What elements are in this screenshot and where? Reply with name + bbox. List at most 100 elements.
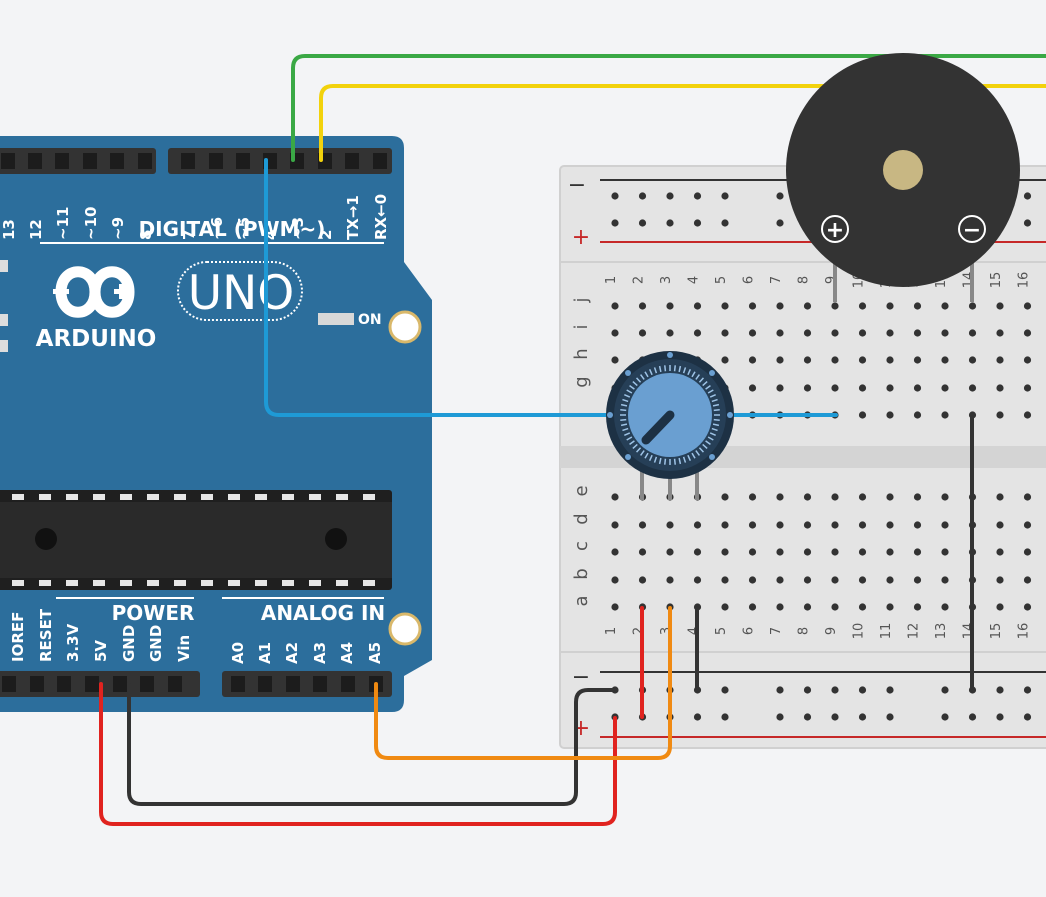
digital-pin-label-13: RX←0 xyxy=(372,194,390,240)
breadboard-col-label-2-top: 2 xyxy=(632,276,647,284)
digital-pin-label-10: ~3 xyxy=(289,217,307,240)
microcontroller-chip xyxy=(0,490,392,590)
breadboard-col-label-2-bottom: 2 xyxy=(632,627,647,635)
wire-blue[interactable] xyxy=(264,158,838,417)
breadboard-col-label-1-top: 1 xyxy=(604,276,619,284)
rail-label-minus-top: − xyxy=(568,173,586,198)
digital-pin-label-1: 12 xyxy=(27,219,45,240)
breadboard-row-label-a: a xyxy=(571,595,592,606)
digital-pin-label-12: TX→1 xyxy=(344,195,362,240)
digital-pin-label-2: ~11 xyxy=(54,207,72,240)
potentiometer[interactable] xyxy=(606,351,734,500)
breadboard-col-label-15-top: 15 xyxy=(989,272,1004,289)
digital-header-label: DIGITAL (PWM~) xyxy=(139,217,326,241)
breadboard-row-label-c: c xyxy=(571,541,592,551)
buzzer-minus-terminal xyxy=(958,215,986,243)
pot-dot xyxy=(709,370,715,376)
breadboard-col-label-14-bottom: 14 xyxy=(962,623,977,640)
digital-pin-label-7: ~6 xyxy=(208,217,226,240)
digital-header-right xyxy=(168,148,392,174)
breadboard-col-label-4-bottom: 4 xyxy=(687,627,702,635)
breadboard-col-label-9-bottom: 9 xyxy=(824,627,839,635)
pot-dot xyxy=(607,412,613,418)
breadboard-row-label-j: j xyxy=(571,297,592,303)
wire-red[interactable] xyxy=(99,682,617,826)
digital-pin-label-11: 2 xyxy=(317,230,335,240)
breadboard-col-label-9-top: 9 xyxy=(824,276,839,284)
breadboard-col-label-10-bottom: 10 xyxy=(852,623,867,640)
uno-badge xyxy=(177,261,303,321)
mounting-hole xyxy=(388,612,422,646)
power-pin-label-6: Vin xyxy=(175,635,193,662)
pot-dot xyxy=(625,370,631,376)
wire-orange[interactable] xyxy=(374,606,672,760)
breadboard-col-label-7-top: 7 xyxy=(769,276,784,284)
power-pin-label-1: RESET xyxy=(37,608,55,662)
mounting-hole xyxy=(388,310,422,344)
piezo-buzzer[interactable]: + − xyxy=(786,53,1020,302)
side-component xyxy=(0,260,8,272)
bottom-sockets xyxy=(2,676,383,692)
breadboard-row-label-d: d xyxy=(571,513,592,524)
power-pin-label-3: 5V xyxy=(92,640,110,662)
digital-pin-label-0: 13 xyxy=(0,219,18,240)
breadboard-col-label-11-bottom: 11 xyxy=(879,623,894,640)
breadboard-row-label-h: h xyxy=(571,348,592,359)
power-pin-label-2: 3.3V xyxy=(64,623,82,662)
on-led xyxy=(318,313,354,325)
digital-pin-label-8: ~5 xyxy=(235,217,253,240)
breadboard-col-label-3-top: 3 xyxy=(659,276,674,284)
arduino-logo-icon xyxy=(53,266,135,318)
analog-pin-label-4: A4 xyxy=(338,642,356,664)
buzzer-minus-label: − xyxy=(963,218,981,243)
wire-yellow[interactable] xyxy=(319,84,1046,162)
pot-ticks xyxy=(620,365,720,465)
breadboard-row-label-g: g xyxy=(571,376,592,387)
breadboard-col-label-16-top: 16 xyxy=(1017,272,1032,289)
breadboard-col-label-1-bottom: 1 xyxy=(604,627,619,635)
model-label: UNO xyxy=(188,266,295,321)
pot-dot xyxy=(667,352,673,358)
side-component xyxy=(0,340,8,352)
digital-sockets xyxy=(1,153,387,169)
digital-pin-label-6: 7 xyxy=(180,230,198,240)
power-pin-label-5: GND xyxy=(147,625,165,662)
analog-pin-label-1: A1 xyxy=(256,642,274,664)
buzzer-center xyxy=(883,150,923,190)
analog-pin-label-3: A3 xyxy=(311,642,329,664)
breadboard-col-label-3-bottom: 3 xyxy=(659,627,674,635)
breadboard-col-label-14-top: 14 xyxy=(962,272,977,289)
rail-label-plus-top: + xyxy=(572,225,590,250)
breadboard-col-label-16-bottom: 16 xyxy=(1017,623,1032,640)
brand-label: ARDUINO xyxy=(36,326,157,352)
power-pin-label-4: GND xyxy=(120,625,138,662)
pot-dot xyxy=(727,412,733,418)
pot-pointer xyxy=(641,410,675,445)
breadboard-col-label-6-bottom: 6 xyxy=(742,627,757,635)
breadboard-col-label-5-top: 5 xyxy=(714,276,729,284)
breadboard-col-label-15-bottom: 15 xyxy=(989,623,1004,640)
buzzer-plus-terminal xyxy=(821,215,849,243)
analog-header xyxy=(222,671,392,697)
analog-pin-label-0: A0 xyxy=(229,642,247,664)
breadboard-col-label-7-bottom: 7 xyxy=(769,627,784,635)
breadboard-col-label-8-bottom: 8 xyxy=(797,627,812,635)
breadboard-row-label-i: i xyxy=(571,324,592,329)
on-label: ON xyxy=(358,312,382,328)
breadboard-col-label-12-bottom: 12 xyxy=(907,623,922,640)
digital-pin-label-9: 4 xyxy=(262,230,280,240)
rail-label-minus-bottom: − xyxy=(572,665,590,690)
pot-dot xyxy=(625,454,631,460)
wires xyxy=(99,54,1046,826)
analog-pin-label-2: A2 xyxy=(283,642,301,664)
wire-black[interactable] xyxy=(127,682,615,806)
digital-header-left xyxy=(0,148,156,174)
wire-green[interactable] xyxy=(291,54,1046,162)
